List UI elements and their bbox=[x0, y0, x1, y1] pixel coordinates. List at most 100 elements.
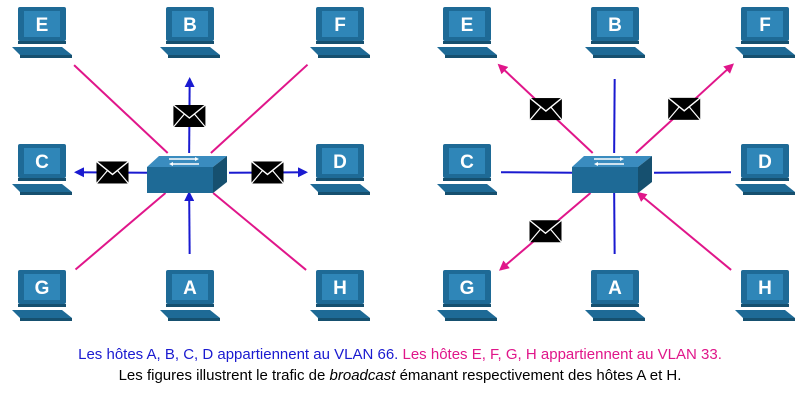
switch-arrowhead bbox=[195, 157, 199, 161]
envelope-flap bbox=[667, 97, 701, 112]
screen-shape bbox=[172, 274, 208, 300]
keyboard-shape bbox=[585, 47, 645, 55]
monitor-base bbox=[166, 41, 214, 44]
host-label: F bbox=[759, 15, 771, 36]
envelope-icon bbox=[529, 97, 563, 121]
host-h-computer: H bbox=[735, 270, 795, 321]
keyboard-edge bbox=[318, 192, 370, 195]
screen-shape bbox=[322, 148, 358, 174]
screen-shape bbox=[24, 148, 60, 174]
host-b-computer: B bbox=[585, 7, 645, 58]
keyboard-shape bbox=[437, 47, 497, 55]
switch-arrowhead bbox=[594, 162, 598, 166]
switch-front bbox=[572, 167, 638, 193]
envelope-fold bbox=[96, 170, 129, 184]
caption-line2-start: Les figures illustrent le trafic de bbox=[118, 367, 330, 384]
link-b bbox=[613, 78, 616, 154]
host-a-computer: A bbox=[585, 270, 645, 321]
keyboard-shape bbox=[437, 184, 497, 192]
caption-broadcast-word: broadcast bbox=[329, 367, 396, 384]
host-c-computer: C bbox=[12, 144, 72, 195]
envelope-icon bbox=[529, 219, 562, 243]
screen-shape bbox=[597, 274, 633, 300]
monitor-base bbox=[18, 304, 66, 307]
envelope-fold bbox=[172, 113, 206, 128]
monitor-base bbox=[316, 304, 364, 307]
link-h bbox=[212, 192, 307, 271]
envelope-fold bbox=[251, 170, 284, 184]
host-label: F bbox=[334, 15, 346, 36]
screen-shape bbox=[747, 274, 783, 300]
host-d-computer: D bbox=[310, 144, 370, 195]
switch-top bbox=[572, 156, 652, 167]
keyboard-shape bbox=[12, 310, 72, 318]
switch-top bbox=[147, 156, 227, 167]
host-label: D bbox=[758, 152, 772, 173]
envelope-body bbox=[96, 161, 129, 184]
link-g bbox=[74, 192, 167, 271]
screen-shape bbox=[24, 11, 60, 37]
envelope-body bbox=[529, 220, 562, 243]
keyboard-edge bbox=[20, 192, 72, 195]
screen-shape bbox=[597, 11, 633, 37]
envelope-fold bbox=[667, 106, 701, 121]
caption-vlan66: Les hôtes A, B, C, D appartiennent au VL… bbox=[78, 346, 399, 363]
host-f-computer: F bbox=[735, 7, 795, 58]
keyboard-shape bbox=[735, 310, 795, 318]
envelope-fold bbox=[529, 106, 563, 121]
keyboard-shape bbox=[310, 184, 370, 192]
keyboard-edge bbox=[318, 55, 370, 58]
host-label: C bbox=[35, 152, 49, 173]
switch-front bbox=[147, 167, 213, 193]
host-e-computer: E bbox=[437, 7, 497, 58]
keyboard-shape bbox=[437, 310, 497, 318]
keyboard-edge bbox=[445, 318, 497, 321]
keyboard-shape bbox=[12, 47, 72, 55]
keyboard-edge bbox=[593, 318, 645, 321]
host-h-computer: H bbox=[310, 270, 370, 321]
keyboard-shape bbox=[160, 310, 220, 318]
screen-shape bbox=[449, 11, 485, 37]
keyboard-edge bbox=[445, 192, 497, 195]
keyboard-edge bbox=[743, 318, 795, 321]
link-d bbox=[653, 171, 732, 174]
host-c-computer: C bbox=[437, 144, 497, 195]
keyboard-edge bbox=[445, 55, 497, 58]
network-switch-icon bbox=[572, 156, 652, 193]
monitor-base bbox=[166, 304, 214, 307]
screen-shape bbox=[449, 274, 485, 300]
envelope-flap bbox=[529, 97, 563, 112]
monitor-base bbox=[18, 178, 66, 181]
host-label: B bbox=[608, 15, 622, 36]
link-h bbox=[636, 191, 732, 271]
keyboard-edge bbox=[318, 318, 370, 321]
switch-side bbox=[638, 156, 652, 193]
host-label: C bbox=[460, 152, 474, 173]
envelope-body bbox=[668, 97, 701, 120]
host-label: A bbox=[183, 278, 197, 299]
monitor-base bbox=[443, 41, 491, 44]
host-label: H bbox=[758, 278, 772, 299]
monitor-base bbox=[741, 304, 789, 307]
host-label: G bbox=[460, 278, 475, 299]
host-d-computer: D bbox=[735, 144, 795, 195]
host-g-computer: G bbox=[437, 270, 497, 321]
switch-arrowhead bbox=[169, 162, 173, 166]
monitor-base bbox=[316, 41, 364, 44]
caption-line2-end: émanant respectivement des hôtes A et H. bbox=[395, 367, 682, 384]
caption-broadcast-line: Les figures illustrent le trafic de broa… bbox=[0, 366, 800, 386]
keyboard-shape bbox=[310, 310, 370, 318]
screen-shape bbox=[24, 274, 60, 300]
host-f-computer: F bbox=[310, 7, 370, 58]
caption-vlan33: Les hôtes E, F, G, H appartiennent au VL… bbox=[402, 346, 722, 363]
envelope-flap bbox=[96, 160, 129, 176]
host-label: G bbox=[35, 278, 50, 299]
host-label: B bbox=[183, 15, 197, 36]
link-e bbox=[73, 64, 169, 154]
envelope-icon bbox=[667, 97, 701, 121]
keyboard-shape bbox=[160, 47, 220, 55]
envelope-icon bbox=[251, 160, 284, 184]
monitor-base bbox=[591, 304, 639, 307]
screen-shape bbox=[172, 11, 208, 37]
